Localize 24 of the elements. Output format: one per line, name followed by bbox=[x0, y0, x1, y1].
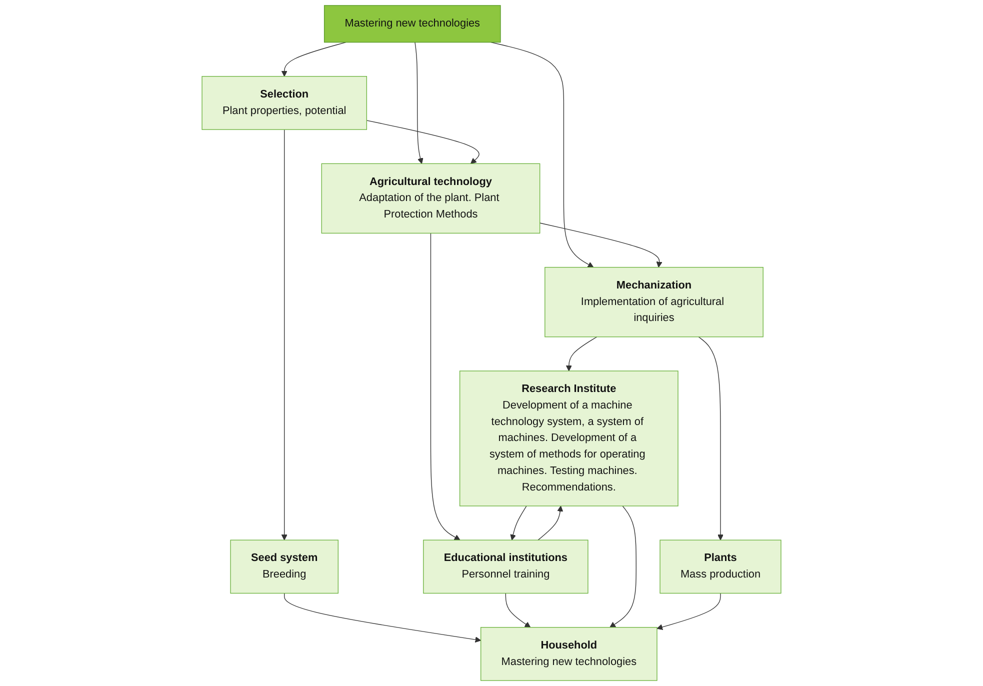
arrow bbox=[610, 506, 636, 628]
arrow bbox=[656, 592, 721, 630]
node-box: Mechanization Implementation of agricultural inquiries bbox=[544, 266, 764, 338]
arrow bbox=[566, 336, 598, 372]
node-box: Household Mastering new technologies bbox=[480, 627, 658, 681]
node-box: Agricultural technology Adaptation of the plant. Plant Protection Methods bbox=[321, 163, 540, 234]
node-box: Research Institute Development of a machine technology system, a system of machines. Development of a system of methods for operating machines. Testing machines. Recommendations. bbox=[459, 370, 678, 506]
arrow bbox=[538, 506, 564, 540]
arrow bbox=[430, 232, 460, 540]
arrow bbox=[284, 592, 482, 643]
arrow bbox=[698, 336, 724, 540]
node-box: Mastering new technologies bbox=[324, 5, 501, 43]
arrow bbox=[414, 42, 424, 164]
node-box: Plants Mass production bbox=[660, 540, 782, 594]
arrow bbox=[505, 592, 531, 628]
arrow bbox=[490, 42, 594, 268]
arrow bbox=[540, 222, 662, 268]
node-box: Seed system Breeding bbox=[230, 540, 338, 594]
node-box: Selection Plant properties, potential bbox=[202, 76, 368, 130]
arrow bbox=[366, 120, 480, 164]
arrow bbox=[510, 506, 527, 540]
arrow bbox=[281, 42, 346, 77]
node-box: Educational institutions Personnel training bbox=[423, 540, 588, 594]
arrow bbox=[281, 129, 288, 540]
